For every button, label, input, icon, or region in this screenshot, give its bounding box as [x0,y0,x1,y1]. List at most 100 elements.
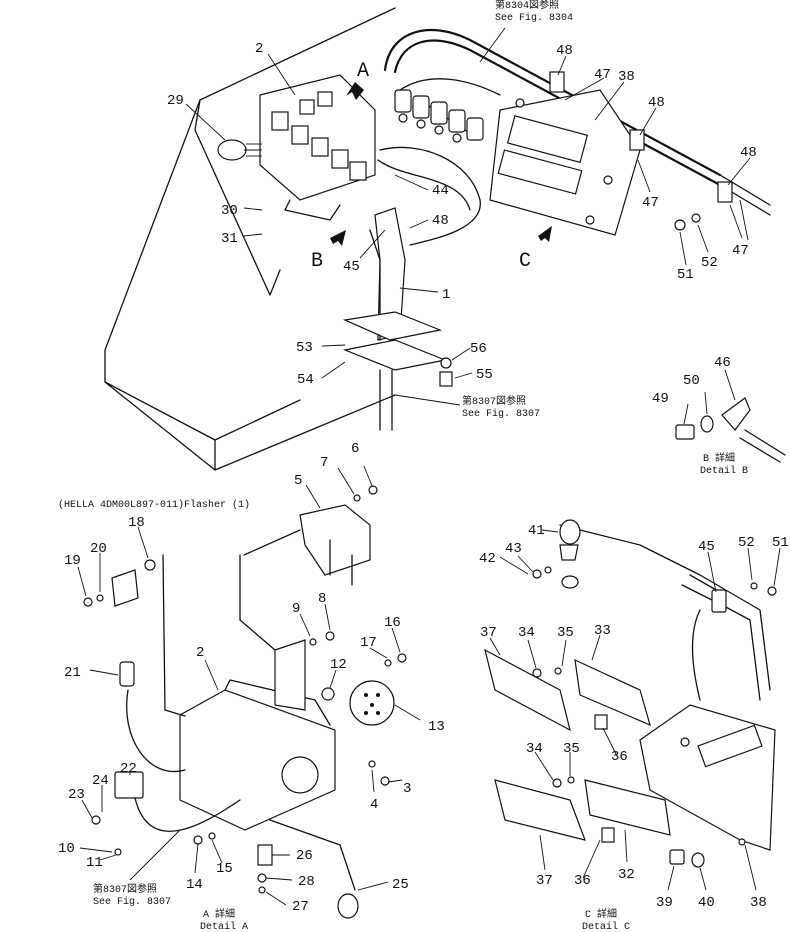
callout: 11 [86,855,103,871]
view-letter-labels: A B C [311,60,531,273]
callout: 51 [772,535,789,551]
detail-a-en: Detail A [200,921,248,932]
ref-8304-en: See Fig. 8304 [495,12,573,24]
callout: 5 [294,473,302,489]
callout: 51 [677,267,694,283]
callout: 14 [186,877,203,893]
callout: 40 [698,895,715,911]
callout: 35 [557,625,574,641]
callout: 21 [64,665,81,681]
ref-8307-top-en: See Fig. 8307 [462,408,540,420]
callout: 20 [90,541,107,557]
callout: 39 [656,895,673,911]
callout: 45 [698,539,715,555]
callout: 29 [167,93,184,109]
callout: 2 [196,645,204,661]
callout: 55 [476,367,493,383]
callout: 4 [370,797,378,813]
callout: 31 [221,231,238,247]
callout: 19 [64,553,81,569]
view-letter-a: A [357,60,369,83]
callout-numbers: 2 29 30 31 44 48 45 1 53 54 56 55 48 47 … [58,41,789,915]
detail-b-jp: B 詳細 [703,451,735,465]
ref-8307-top-jp: 第8307図参照 [462,394,526,408]
callout: 18 [128,515,145,531]
callout: 6 [351,441,359,457]
cab-outline [104,7,396,471]
callout: 32 [618,867,635,883]
callout: 22 [120,761,137,777]
callout: 41 [528,523,545,539]
callout: 27 [292,899,309,915]
callout: 48 [556,43,573,59]
callout: 44 [432,183,449,199]
leader-lines-a [77,465,421,906]
callout: 8 [318,591,326,607]
callout: 47 [642,195,659,211]
captions: 第8304図参照 See Fig. 8304 第8307図参照 See Fig.… [58,0,748,932]
callout: 49 [652,391,669,407]
relay-box-assembly [217,74,376,221]
ref-8307-bottom-jp: 第8307図参照 [93,882,157,896]
callout: 52 [701,255,718,271]
callout: 34 [526,741,543,757]
callout: 43 [505,541,522,557]
callout: 48 [648,95,665,111]
callout: 10 [58,841,75,857]
clamps-right [549,71,749,241]
callout: 48 [432,213,449,229]
callout: 34 [518,625,535,641]
connector-cluster [394,89,484,143]
callout: 37 [480,625,497,641]
callout: 52 [738,535,755,551]
callout: 42 [479,551,496,567]
callout: 38 [618,69,635,85]
callout: 3 [403,781,411,797]
leader-lines-c [489,529,781,891]
callout: 56 [470,341,487,357]
callout: 15 [216,861,233,877]
callout: 24 [92,773,109,789]
callout: 53 [296,340,313,356]
callout: 9 [292,601,300,617]
callout: 50 [683,373,700,389]
callout: 17 [360,635,377,651]
ref-8304-jp: 第8304図参照 [495,0,559,12]
callout: 46 [714,355,731,371]
callout: 28 [298,874,315,890]
callout: 36 [611,749,628,765]
control-unit-c [489,89,641,236]
detail-c-jp: C 詳細 [585,907,617,921]
callout: 38 [750,895,767,911]
callout: 35 [563,741,580,757]
pedestal-column [342,207,453,431]
callout: 7 [320,455,328,471]
detail-b-en: Detail B [700,465,748,477]
callout: 37 [536,873,553,889]
detail-a-jp: A 詳細 [203,907,235,921]
detail-c-en: Detail C [582,921,630,932]
callout: 48 [740,145,757,161]
callout: 16 [384,615,401,631]
callout: 26 [296,848,313,864]
callout: 45 [343,259,360,275]
callout: 47 [732,243,749,259]
view-letter-c: C [519,250,531,273]
callout: 12 [330,657,347,673]
callout: 33 [594,623,611,639]
callout: 30 [221,203,238,219]
view-letter-b: B [311,250,323,273]
detail-c-parts [484,519,777,868]
callout: 1 [442,287,450,303]
callout: 23 [68,787,85,803]
detail-b-parts [675,369,786,463]
leader-lines-top [185,27,751,406]
view-arrows [330,82,552,246]
ref-8307-bottom-en: See Fig. 8307 [93,896,171,908]
detail-a-parts [83,485,407,919]
callout: 25 [392,877,409,893]
callout: 47 [594,67,611,83]
callout: 36 [574,873,591,889]
callout: 13 [428,719,445,735]
